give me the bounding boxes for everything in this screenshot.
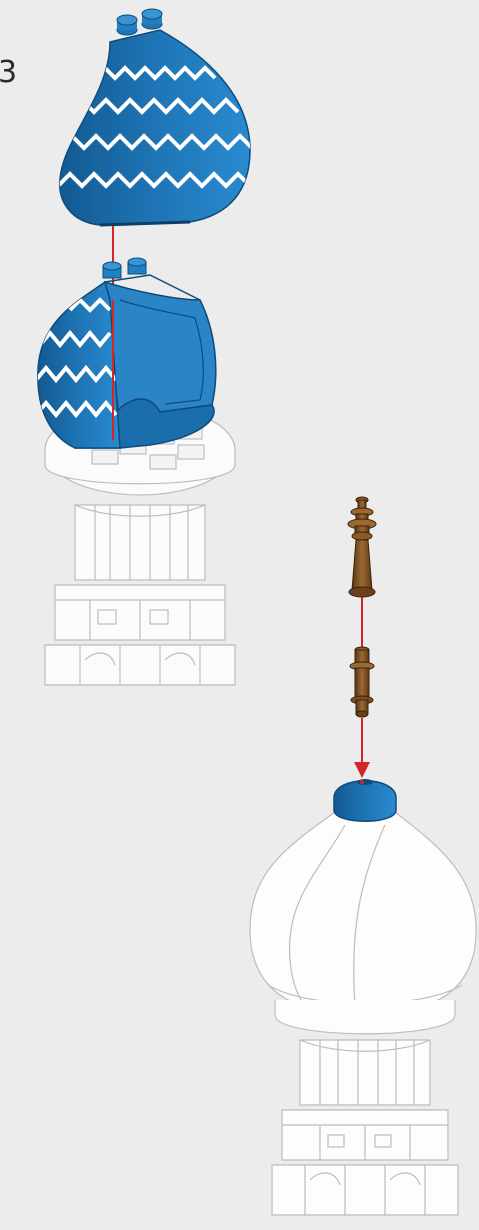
placement-arrow-3 (354, 718, 370, 778)
onion-dome-half-back (36, 258, 216, 448)
spire-bottom (350, 647, 374, 717)
tower-right (250, 812, 476, 1215)
round-dome-brick (334, 779, 396, 821)
onion-dome-half-front (58, 9, 252, 225)
spire-top (348, 497, 376, 597)
